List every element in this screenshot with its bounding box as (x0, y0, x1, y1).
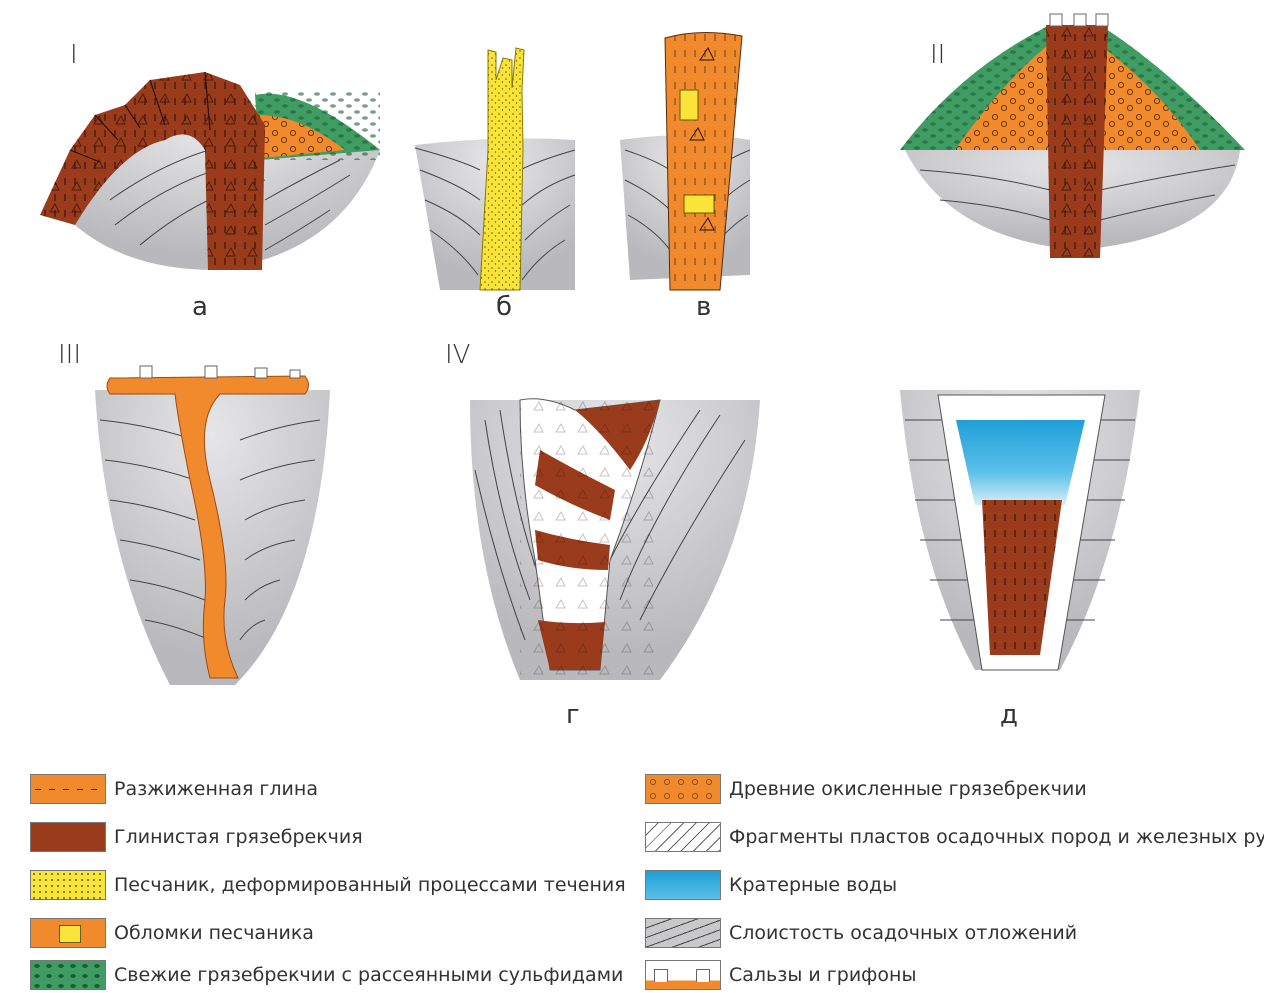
label-roman-IV: IV (445, 340, 470, 370)
panel-IV-g-diagram (470, 395, 760, 680)
legend-label: Сальзы и грифоны (729, 964, 916, 986)
griffon-icon (696, 969, 710, 982)
legend-label: Глинистая грязебрекчия (114, 826, 363, 848)
panel-d-diagram (900, 390, 1140, 670)
legend-swatch-clay-mud-breccia (30, 822, 106, 852)
legend-swatch-fresh-mud-breccia (30, 960, 106, 990)
legend-item: Глинистая грязебрекчия (30, 820, 363, 854)
legend-item: Обломки песчаника (30, 916, 314, 950)
legend-label: Разжиженная глина (114, 778, 318, 800)
panel-v-diagram (620, 32, 750, 290)
label-roman-I: I (70, 40, 78, 70)
legend-swatch-sedimentary-layering (645, 918, 721, 948)
legend-swatch-sedimentary-fragments (645, 822, 721, 852)
panel-b-diagram (415, 48, 575, 290)
legend-label: Фрагменты пластов осадочных пород и желе… (729, 826, 1264, 848)
panel-III-diagram (95, 366, 330, 685)
griffon-icon (654, 969, 668, 982)
legend-swatch-liquefied-clay (30, 774, 106, 804)
label-letter-b: б (496, 292, 512, 322)
legend-swatch-crater-water (645, 870, 721, 900)
legend-label: Кратерные воды (729, 874, 897, 896)
legend-swatch-ancient-oxidized-breccia (645, 774, 721, 804)
legend-item: Фрагменты пластов осадочных пород и желе… (645, 820, 1264, 854)
legend-item: Разжиженная глина (30, 772, 318, 806)
legend-item: Сальзы и грифоны (645, 958, 916, 992)
legend-label: Слоистость осадочных отложений (729, 922, 1077, 944)
legend-label: Обломки песчаника (114, 922, 314, 944)
legend-label: Древние окисленные грязебрекчии (729, 778, 1087, 800)
label-letter-v: в (696, 292, 711, 322)
label-letter-d: д (1000, 700, 1018, 730)
legend-item: Свежие грязебрекчии с рассеянными сульфи… (30, 958, 623, 992)
legend-item: Кратерные воды (645, 868, 897, 902)
legend-item: Песчаник, деформированный процессами теч… (30, 868, 626, 902)
legend-swatch-sandstone-fragments (30, 918, 106, 948)
legend-swatch-salses-griffons (645, 960, 721, 990)
legend-label: Свежие грязебрекчии с рассеянными сульфи… (114, 964, 623, 986)
label-letter-a: а (192, 292, 208, 322)
panel-II-diagram (900, 14, 1245, 258)
label-letter-g: г (566, 700, 580, 730)
legend-swatch-deformed-sandstone (30, 870, 106, 900)
sandstone-fragment-icon (59, 925, 81, 943)
legend-label: Песчаник, деформированный процессами теч… (114, 874, 626, 896)
legend-item: Древние окисленные грязебрекчии (645, 772, 1087, 806)
panel-I-a-diagram (40, 72, 380, 270)
label-roman-III: III (58, 340, 81, 370)
label-roman-II: II (930, 40, 945, 70)
legend-item: Слоистость осадочных отложений (645, 916, 1077, 950)
